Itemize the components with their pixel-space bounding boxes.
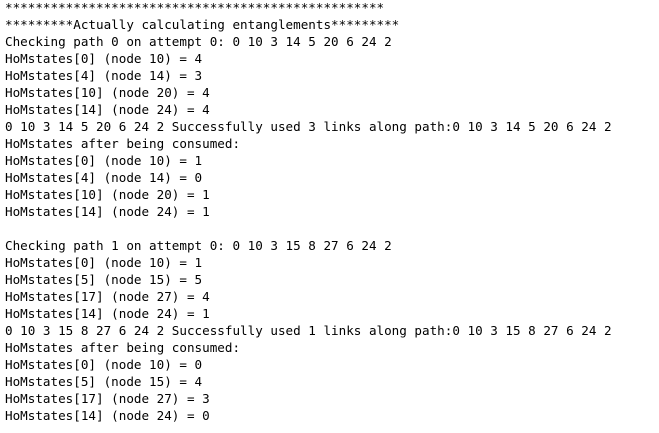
- output-line-state: HoMstates[14] (node 24) = 1: [5, 306, 210, 321]
- output-line-heading: *********Actually calculating entangleme…: [5, 17, 400, 32]
- output-line-state: HoMstates[14] (node 24) = 0: [5, 408, 210, 423]
- output-line-state: HoMstates[5] (node 15) = 4: [5, 374, 203, 389]
- output-line-state: HoMstates[17] (node 27) = 3: [5, 391, 210, 406]
- output-line-state: HoMstates[10] (node 20) = 4: [5, 85, 210, 100]
- output-line-state: HoMstates[0] (node 10) = 1: [5, 153, 203, 168]
- output-line-state: HoMstates[5] (node 15) = 5: [5, 272, 203, 287]
- output-line-state: HoMstates[0] (node 10) = 0: [5, 357, 203, 372]
- output-line-state: HoMstates[0] (node 10) = 1: [5, 255, 203, 270]
- output-line-state: HoMstates[10] (node 20) = 1: [5, 187, 210, 202]
- output-line-path-check: Checking path 1 on attempt 0: 0 10 3 15 …: [5, 238, 392, 253]
- output-line-success: 0 10 3 14 5 20 6 24 2 Successfully used …: [5, 119, 612, 134]
- output-line-state: HoMstates[4] (node 14) = 3: [5, 68, 203, 83]
- output-line-path-check: Checking path 0 on attempt 0: 0 10 3 14 …: [5, 34, 392, 49]
- output-line-state: HoMstates[14] (node 24) = 4: [5, 102, 210, 117]
- output-line-consumed-header: HoMstates after being consumed:: [5, 136, 241, 151]
- output-line-separator: ****************************************…: [5, 0, 385, 15]
- output-line-consumed-header: HoMstates after being consumed:: [5, 340, 241, 355]
- output-line-state: HoMstates[14] (node 24) = 1: [5, 204, 210, 219]
- terminal-output: ****************************************…: [5, 0, 659, 424]
- output-line-state: HoMstates[17] (node 27) = 4: [5, 289, 210, 304]
- output-line-success: 0 10 3 15 8 27 6 24 2 Successfully used …: [5, 323, 612, 338]
- output-line-state: HoMstates[4] (node 14) = 0: [5, 170, 203, 185]
- output-line-state: HoMstates[0] (node 10) = 4: [5, 51, 203, 66]
- output-line-blank: [5, 220, 659, 237]
